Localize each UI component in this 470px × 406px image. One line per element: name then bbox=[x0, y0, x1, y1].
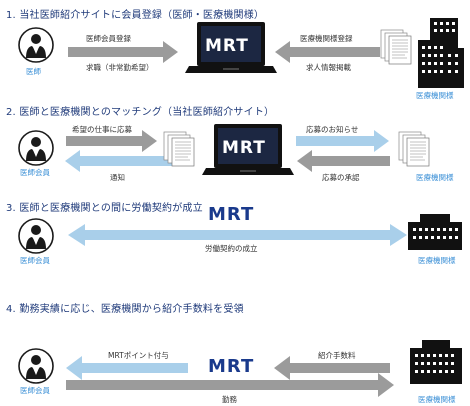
document-icon bbox=[163, 131, 195, 167]
doctor-icon bbox=[18, 130, 54, 166]
hospital-caption: 医療機関様 bbox=[416, 173, 454, 182]
mrt-label: MRT bbox=[208, 204, 255, 225]
hospital-building-icon bbox=[408, 214, 462, 250]
doctor-icon bbox=[18, 27, 54, 63]
mrt-label: MRT bbox=[208, 356, 255, 377]
hospital-building-icon bbox=[410, 340, 462, 384]
register-arrow-left-top-label: 医師会員登録 bbox=[86, 34, 131, 43]
apply-arrow bbox=[66, 130, 157, 152]
fee-label: 紹介手数料 bbox=[318, 351, 356, 360]
step-4-title: 4. 勤務実績に応じ、医療機関から紹介手数料を受領 bbox=[6, 304, 244, 315]
notify-label: 通知 bbox=[110, 173, 125, 182]
fee-arrow bbox=[274, 356, 390, 380]
points-label: MRTポイント付与 bbox=[108, 351, 169, 360]
doctor-icon bbox=[18, 218, 54, 254]
doctor-caption: 医師会員 bbox=[20, 168, 50, 177]
document-icon bbox=[398, 131, 430, 167]
contract-double-arrow bbox=[68, 224, 407, 246]
points-arrow bbox=[66, 356, 188, 380]
register-arrow-left bbox=[68, 41, 178, 63]
accept-arrow bbox=[297, 150, 390, 172]
doctor-icon bbox=[18, 348, 54, 384]
notice-label: 応募のお知らせ bbox=[306, 125, 359, 134]
document-icon bbox=[380, 29, 412, 65]
step-1-title: 1. 当社医師紹介サイトに会員登録（医師・医療機関様） bbox=[6, 10, 265, 21]
accept-label: 応募の承認 bbox=[322, 173, 360, 182]
notify-arrow bbox=[65, 150, 174, 172]
work-arrow bbox=[66, 373, 394, 397]
doctor-caption: 医師会員 bbox=[20, 256, 50, 265]
laptop-mrt-label: MRT bbox=[222, 138, 266, 158]
hospital-caption: 医療機関様 bbox=[418, 256, 456, 265]
doctor-caption: 医師 bbox=[26, 67, 41, 76]
hospital-caption: 医療機関様 bbox=[418, 395, 456, 404]
hospital-caption: 医療機関様 bbox=[416, 91, 454, 100]
register-arrow-right-top-label: 医療機関様登録 bbox=[300, 34, 353, 43]
step-2-title: 2. 医師と医療機関とのマッチング（当社医師紹介サイト） bbox=[6, 107, 275, 118]
notice-arrow bbox=[296, 130, 389, 152]
contract-label: 労働契約の成立 bbox=[205, 244, 258, 253]
apply-label: 希望の仕事に応募 bbox=[72, 125, 132, 134]
hospital-building-icon bbox=[418, 18, 464, 88]
work-label: 勤務 bbox=[222, 395, 237, 404]
register-arrow-right bbox=[275, 41, 380, 63]
register-arrow-right-bottom-label: 求人情報掲載 bbox=[306, 63, 351, 72]
register-arrow-left-bottom-label: 求職（非常勤希望） bbox=[86, 63, 154, 72]
step-3-title: 3. 医師と医療機関との間に労働契約が成立 bbox=[6, 203, 203, 214]
doctor-caption: 医師会員 bbox=[20, 386, 50, 395]
laptop-mrt-label: MRT bbox=[205, 36, 249, 56]
